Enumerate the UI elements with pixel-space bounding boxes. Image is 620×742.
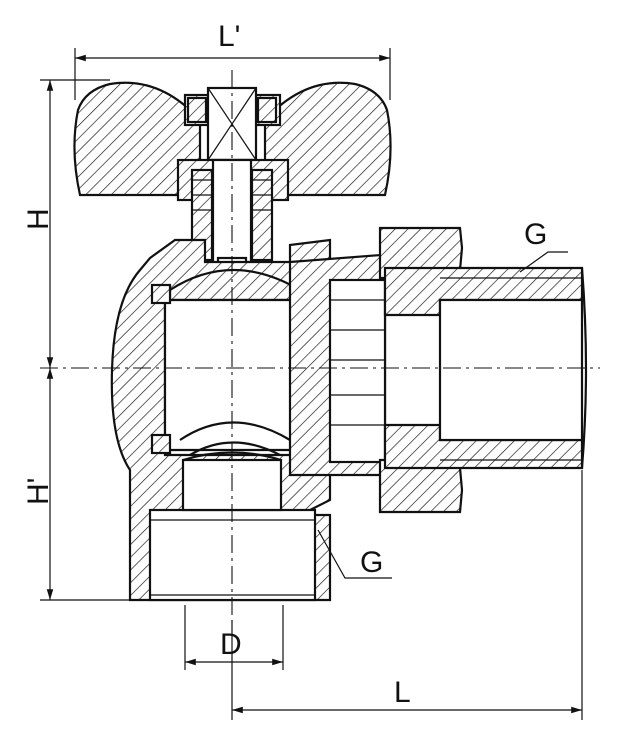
label-l-prime: L' bbox=[218, 20, 240, 53]
label-g-top: G bbox=[524, 218, 547, 251]
union-tail bbox=[288, 226, 588, 514]
valve-body bbox=[110, 238, 332, 602]
g-bottom-leader bbox=[317, 529, 392, 579]
label-d: D bbox=[220, 628, 242, 661]
label-g-bottom: G bbox=[360, 546, 383, 579]
g-top-leader bbox=[519, 251, 568, 273]
label-l: L bbox=[394, 676, 411, 709]
label-h-prime: H' bbox=[22, 478, 55, 505]
label-h: H bbox=[22, 208, 55, 230]
